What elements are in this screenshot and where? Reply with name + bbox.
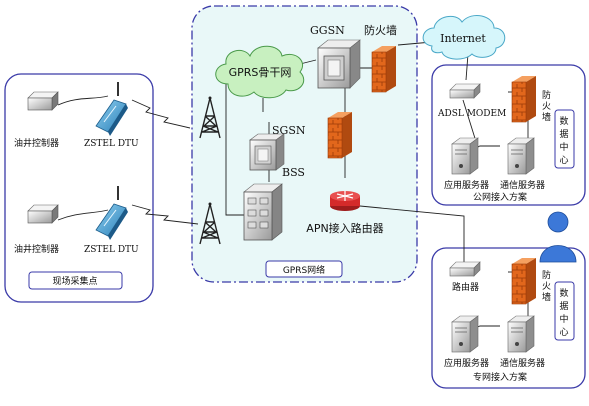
pub-firewall-icon bbox=[511, 75, 537, 123]
private-dc-title: 专网接入方案 bbox=[473, 371, 527, 383]
priv-app-server-label: 应用服务器 bbox=[444, 357, 489, 369]
pub-dc-side-2: 据 bbox=[559, 128, 568, 140]
public-dc-panel bbox=[431, 64, 586, 206]
priv-comm-server-label: 通信服务器 bbox=[500, 357, 545, 369]
router-label: 路由器 bbox=[452, 281, 479, 293]
priv-app-server-icon bbox=[451, 315, 479, 353]
bss-icon bbox=[243, 183, 283, 241]
oil-well-controller-2-icon bbox=[27, 204, 59, 224]
pub-firewall-label-2: 火 bbox=[542, 101, 551, 112]
pub-dc-side-box bbox=[554, 109, 575, 169]
private-dc-panel bbox=[431, 247, 586, 389]
firewall-top-label: 防火墙 bbox=[364, 23, 397, 37]
ggsn-label: GGSN bbox=[310, 24, 345, 37]
wireless-link-1 bbox=[131, 99, 191, 129]
pub-dc-side-1: 数 bbox=[559, 115, 568, 127]
ggsn-icon bbox=[317, 39, 361, 89]
oil-well-controller-1-label: 油井控制器 bbox=[14, 137, 59, 149]
priv-dc-side-2: 据 bbox=[559, 300, 568, 312]
oil-well-controller-1-icon bbox=[27, 91, 59, 111]
dtu-2-label: ZSTEL DTU bbox=[84, 245, 139, 255]
gprs-firewall-icon bbox=[327, 111, 353, 159]
pub-firewall-label-3: 墙 bbox=[542, 111, 551, 123]
adsl-modem-label: ADSL MODEM bbox=[437, 109, 506, 119]
priv-firewall-icon bbox=[511, 257, 537, 305]
gprs-backbone-cloud-icon bbox=[215, 45, 305, 99]
priv-firewall-label-3: 墙 bbox=[542, 291, 551, 303]
priv-firewall-label-2: 火 bbox=[542, 281, 551, 292]
sgsn-label: SGSN bbox=[272, 124, 306, 137]
user-icon bbox=[539, 211, 577, 263]
pub-app-server-label: 应用服务器 bbox=[444, 179, 489, 191]
priv-dc-side-3: 中 bbox=[559, 313, 568, 325]
field-panel-label: 现场采集点 bbox=[52, 275, 97, 287]
pub-comm-server-icon bbox=[507, 137, 535, 175]
dtu-1-label: ZSTEL DTU bbox=[84, 139, 139, 149]
pub-dc-side-3: 中 bbox=[559, 141, 568, 153]
priv-dc-side-4: 心 bbox=[559, 327, 568, 338]
pub-firewall-label-1: 防 bbox=[542, 89, 551, 101]
bss-label: BSS bbox=[282, 166, 305, 179]
priv-firewall-label-1: 防 bbox=[542, 269, 551, 281]
apn-router-label: APN接入路由器 bbox=[306, 221, 383, 235]
adsl-modem-icon bbox=[449, 83, 481, 99]
priv-comm-server-icon bbox=[507, 315, 535, 353]
priv-dc-side-1: 数 bbox=[559, 287, 568, 299]
oil-well-controller-2-label: 油井控制器 bbox=[14, 243, 59, 255]
apn-router-icon bbox=[330, 191, 360, 211]
gprs-panel-label: GPRS网络 bbox=[283, 264, 325, 276]
pub-comm-server-label: 通信服务器 bbox=[500, 179, 545, 191]
public-dc-title: 公网接入方案 bbox=[473, 191, 527, 203]
priv-dc-side-box bbox=[554, 281, 575, 341]
field-panel bbox=[4, 73, 154, 303]
pub-app-server-icon bbox=[451, 137, 479, 175]
dtu-1-icon bbox=[95, 81, 129, 137]
sgsn-icon bbox=[249, 133, 285, 171]
internet-label: Internet bbox=[440, 32, 486, 45]
internet-cloud-icon bbox=[422, 14, 506, 60]
gprs-backbone-label: GPRS骨干网 bbox=[229, 66, 292, 79]
field-label-box bbox=[28, 271, 123, 290]
firewall-top-icon bbox=[371, 45, 397, 93]
pub-dc-side-4: 心 bbox=[559, 155, 568, 166]
gprs-label-box bbox=[265, 260, 343, 278]
router-icon bbox=[449, 261, 481, 277]
wireless-link-2 bbox=[131, 204, 199, 225]
dtu-2-icon bbox=[95, 185, 129, 241]
